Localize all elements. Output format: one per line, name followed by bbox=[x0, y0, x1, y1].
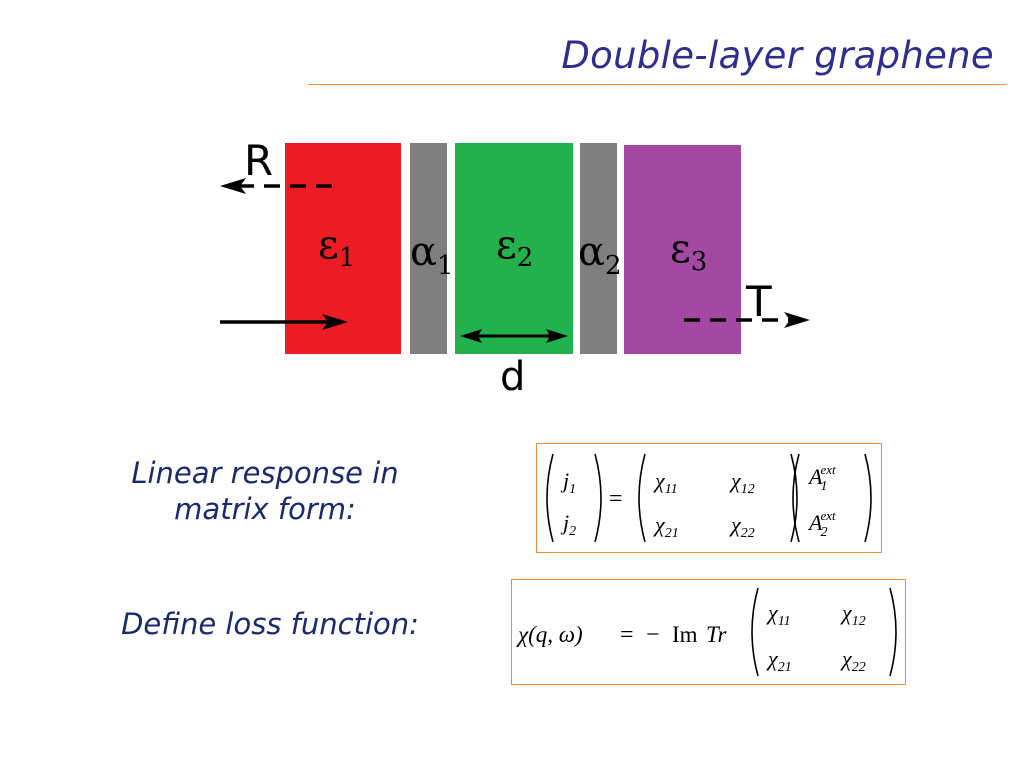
trace-operator: Tr bbox=[706, 622, 728, 647]
A1-ext: A1ext bbox=[807, 462, 836, 494]
loss-minus: − bbox=[646, 622, 660, 648]
j2: j2 bbox=[560, 510, 576, 539]
loss-chi12: χ12 bbox=[840, 600, 866, 629]
label-distance: d bbox=[500, 354, 525, 400]
reflected-arrowhead bbox=[220, 178, 246, 194]
label-reflected: R bbox=[244, 136, 273, 185]
loss-chi21: χ21 bbox=[766, 646, 792, 675]
caption-loss-function: Define loss function: bbox=[121, 607, 419, 641]
graphene-sheet-1 bbox=[410, 143, 447, 354]
A2-ext: A2ext bbox=[807, 508, 836, 540]
title-underline bbox=[308, 84, 1006, 85]
caption-linear-response: Linear response in matrix form: bbox=[131, 456, 399, 526]
equation-loss-function: χ(q, ω) = − Im Tr χ11 χ12 χ21 χ22 bbox=[511, 579, 906, 685]
equation-linear-response-svg: j1 j2 = χ11 χ12 χ21 χ22 A1ext A2ext bbox=[546, 453, 872, 543]
eps2-symbol: ε2 bbox=[496, 222, 533, 273]
layer-eps2 bbox=[455, 143, 573, 354]
distance-arrowhead-left bbox=[460, 329, 482, 343]
chi11: χ11 bbox=[653, 468, 678, 497]
j1: j1 bbox=[560, 468, 576, 497]
label-transmitted: T bbox=[745, 277, 772, 326]
equals-sign: = bbox=[609, 486, 623, 512]
layer-diagram: R ε1 α1 ε2 α2 ε3 d T bbox=[220, 136, 810, 400]
eps3-symbol: ε3 bbox=[670, 226, 707, 277]
chi21: χ21 bbox=[653, 512, 679, 541]
loss-equals: = bbox=[620, 622, 634, 648]
equation-loss-function-svg: χ(q, ω) = − Im Tr χ11 χ12 χ21 χ22 bbox=[516, 587, 897, 677]
alpha1-symbol: α1 bbox=[410, 229, 454, 281]
distance-arrowhead-right bbox=[546, 329, 568, 343]
chi12: χ12 bbox=[729, 468, 755, 497]
chi22: χ22 bbox=[729, 512, 755, 541]
loss-chi22: χ22 bbox=[840, 646, 866, 675]
loss-lhs: χ(q, ω) bbox=[516, 622, 583, 647]
im-operator: Im bbox=[672, 622, 698, 647]
graphene-sheet-2 bbox=[580, 143, 617, 354]
eps1-symbol: ε1 bbox=[318, 222, 355, 273]
transmitted-arrowhead bbox=[784, 312, 810, 328]
slide-title: Double-layer graphene bbox=[561, 34, 994, 77]
equation-linear-response: j1 j2 = χ11 χ12 χ21 χ22 A1ext A2ext bbox=[536, 443, 882, 553]
layer-eps1 bbox=[285, 143, 401, 354]
loss-chi11: χ11 bbox=[766, 600, 791, 629]
incident-arrowhead bbox=[322, 314, 348, 330]
alpha2-symbol: α2 bbox=[578, 229, 622, 281]
